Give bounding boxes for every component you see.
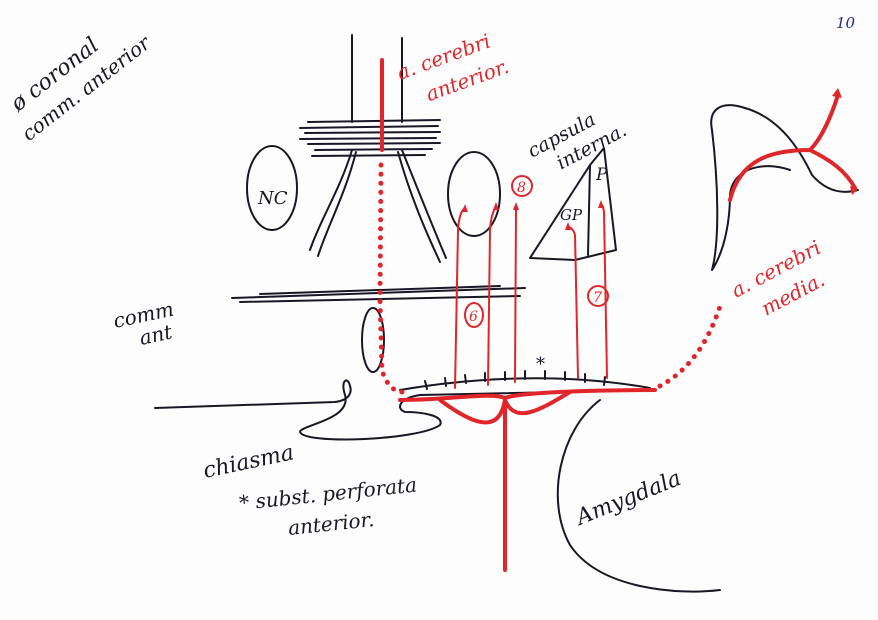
- svg-text:Amygdala: Amygdala: [571, 466, 685, 531]
- title-note: ø coronal comm. anterior: [6, 30, 156, 146]
- svg-text:anterior.: anterior.: [287, 507, 375, 540]
- svg-text:chiasma: chiasma: [201, 440, 296, 484]
- page-number: 10: [836, 14, 856, 32]
- gp-label: GP: [560, 206, 583, 224]
- right-nucleus: [447, 151, 501, 237]
- chiasma-outline: [154, 379, 656, 441]
- perforation-ticks: [424, 370, 606, 390]
- substantia-perforata-line: [399, 377, 651, 391]
- amygdala-outline: [556, 399, 721, 593]
- branch-number-7: 7: [593, 290, 602, 306]
- fornix-lines: [309, 149, 447, 263]
- branch-number-6: 6: [469, 309, 478, 325]
- a-cerebri-anterior-dotted: [377, 162, 405, 395]
- branch-number-circle-7: [587, 285, 609, 307]
- small-ellipse: [361, 307, 385, 373]
- a-cerebri-media-label: a. cerebri media.: [727, 235, 829, 320]
- nucleus-caudatus: [246, 145, 298, 231]
- chiasma-label: chiasma: [201, 440, 296, 484]
- branch-number-8: 8: [517, 180, 526, 196]
- comm-ant-label: comm ant: [111, 297, 176, 350]
- nc-label: NC: [257, 188, 288, 209]
- amygdala-label: Amygdala: [571, 466, 685, 531]
- branch-arrow-icon: [462, 200, 604, 230]
- p-label: P: [595, 165, 608, 185]
- svg-text:* subst. perforata: * subst. perforata: [238, 472, 418, 515]
- branch-number-circle-8: [511, 175, 533, 197]
- a-cerebri-media-dotted: [657, 297, 725, 389]
- corpus-callosum-hatching: [299, 119, 441, 157]
- perforating-branches: [454, 203, 608, 389]
- lentiform-nucleus: [529, 147, 617, 261]
- star-marker: *: [536, 354, 545, 375]
- branch-number-circle-6: [464, 302, 484, 328]
- subst-perforata-label: * subst. perforata anterior.: [238, 472, 418, 540]
- a-carotis-trunk: [438, 390, 572, 572]
- septum-lines: [351, 34, 403, 123]
- a-cerebri-anterior-label: a. cerebri anterior.: [394, 29, 512, 106]
- a-cerebri-media-vessel: [728, 93, 857, 202]
- capsula-interna-label: capsula interna.: [524, 108, 630, 174]
